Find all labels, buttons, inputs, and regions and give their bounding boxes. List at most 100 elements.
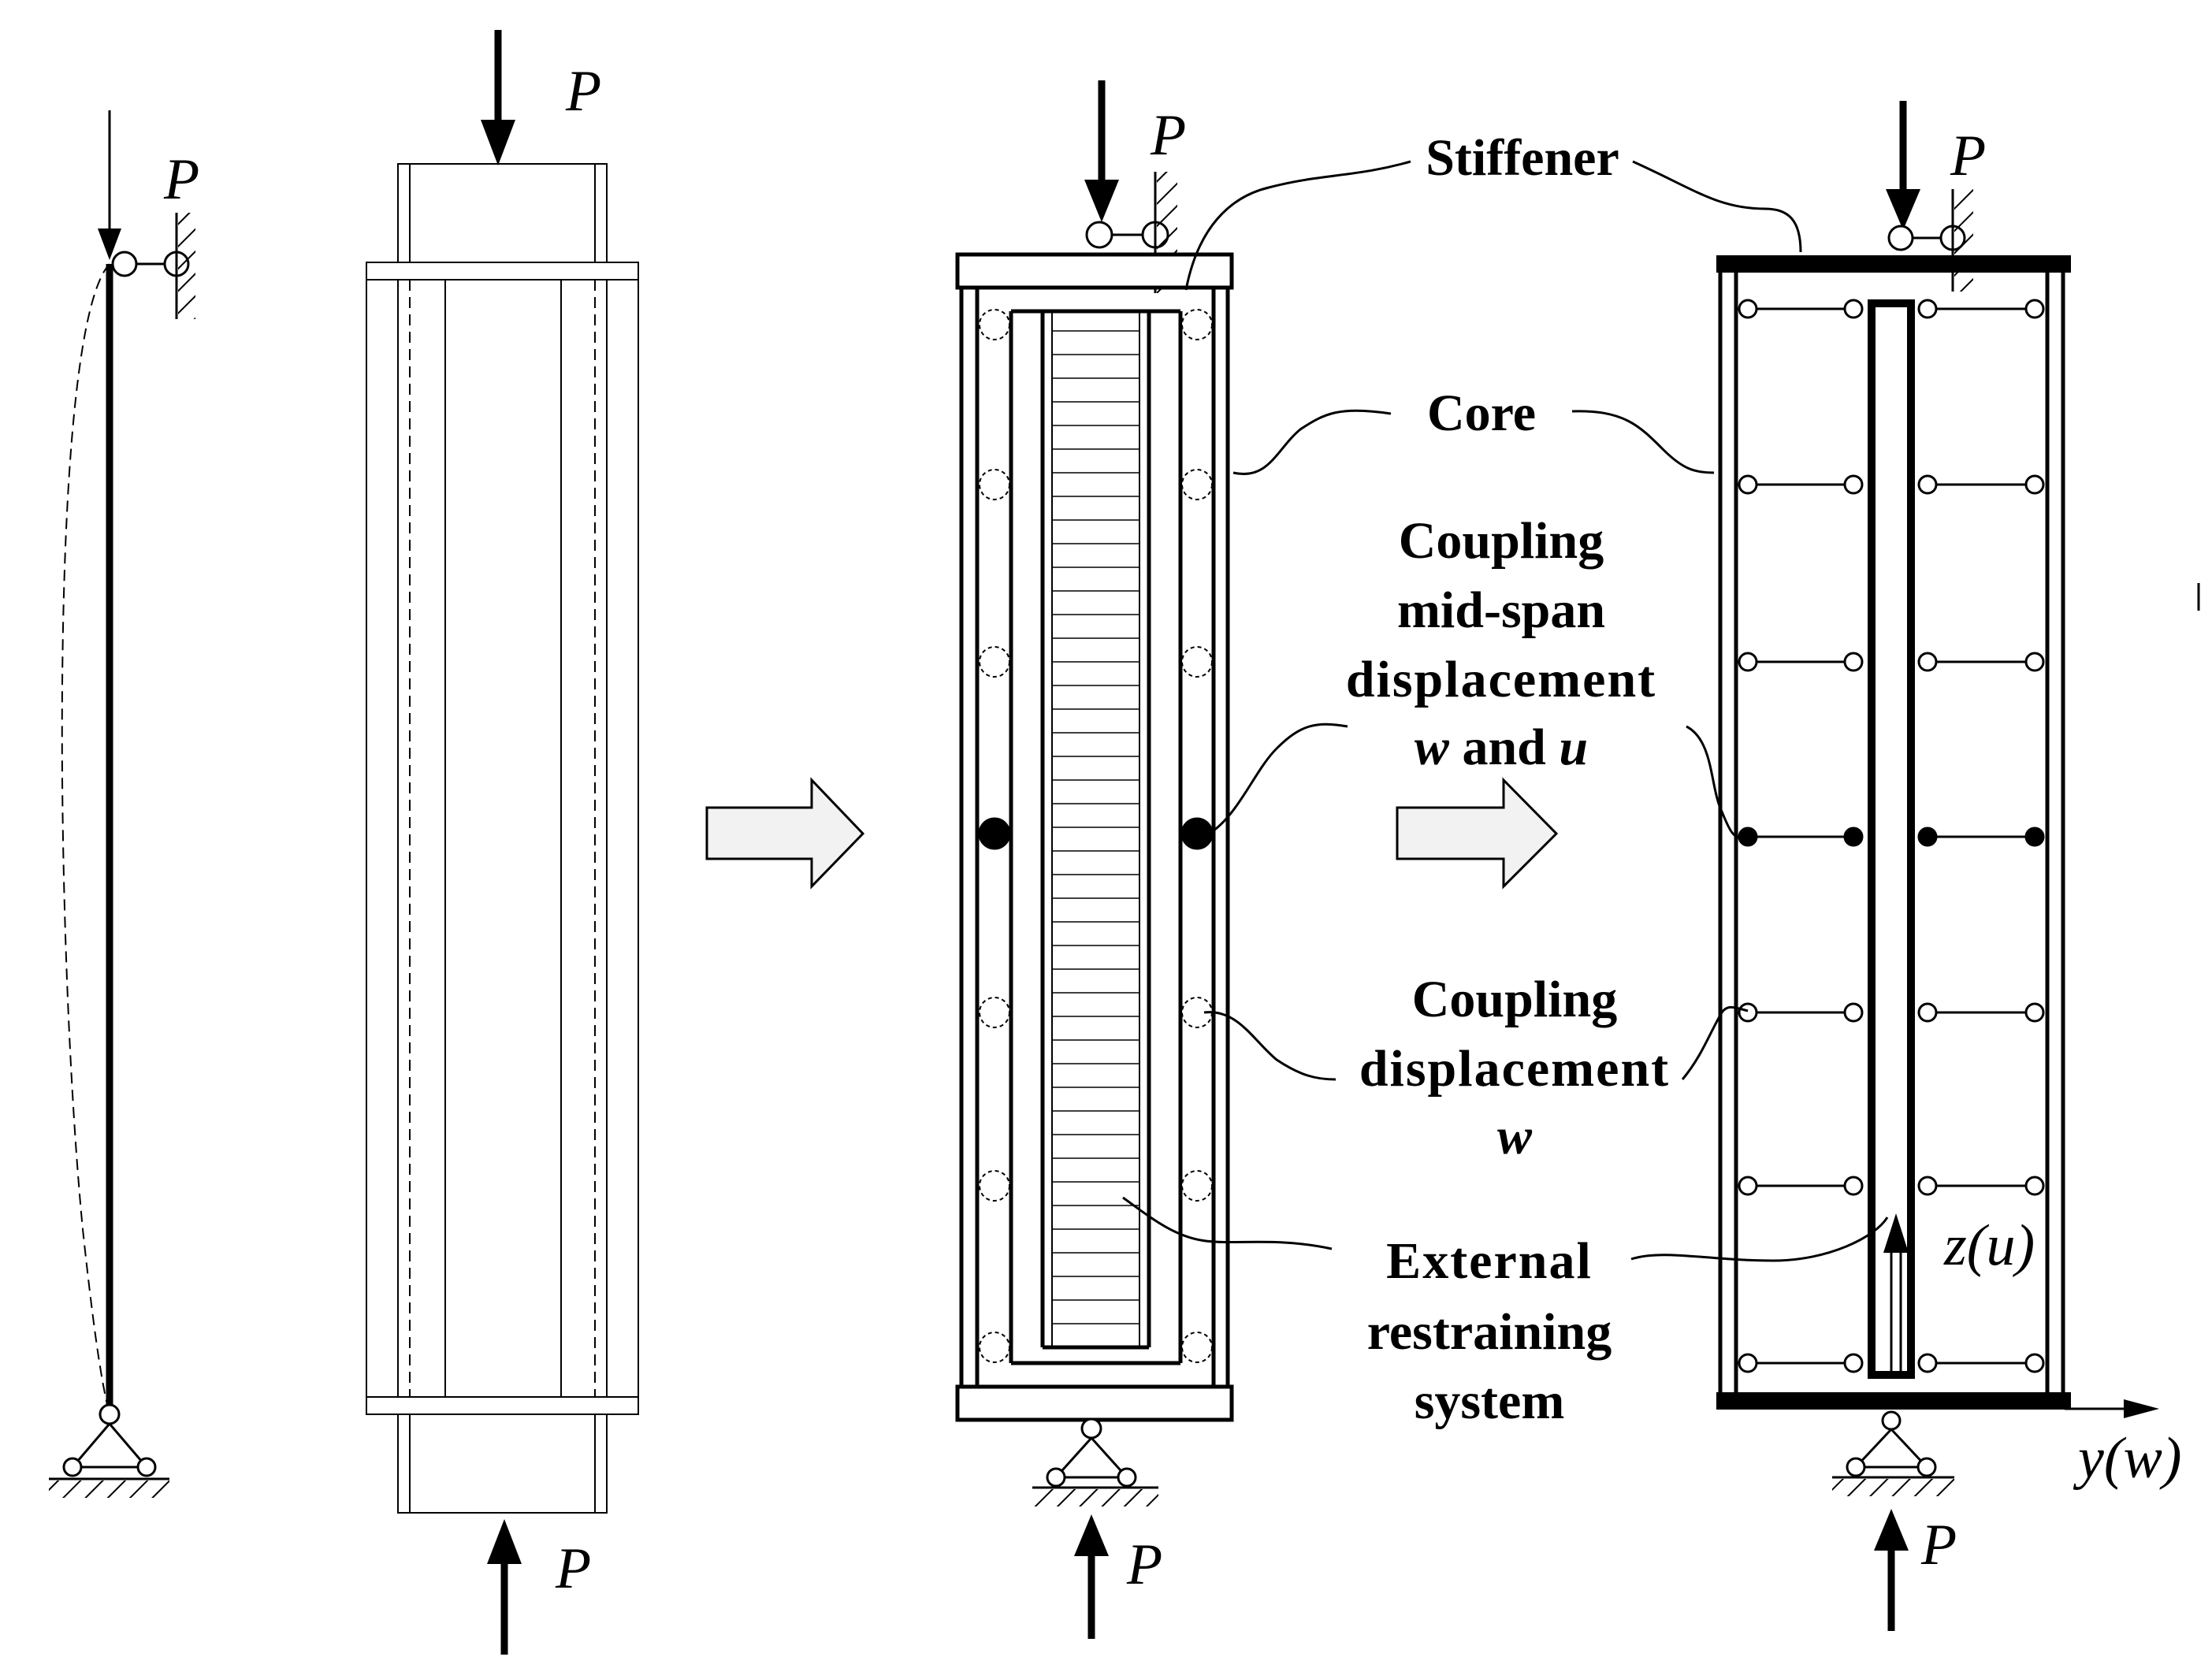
stiffener-leader-left [1184,160,1411,291]
coupling-label-line2: displacement [1359,1040,1670,1098]
bottom-load-label: P [555,1536,591,1601]
coupling-mid-u: u [1559,719,1588,776]
mid-span-spring-node [1917,827,1938,847]
coupling-mid-and: and [1449,719,1559,776]
fe-coupling-nodes [978,309,1214,1363]
external-label-line3: system [1415,1373,1565,1430]
spring-node [1843,474,1864,495]
mid-span-spring-node [1843,827,1864,847]
coupling-node [979,1332,1010,1363]
spring-node [1917,652,1938,672]
roller-wall-hatch [178,213,195,319]
fe-top-load-label: P [1150,103,1186,168]
spring-node [1738,474,1758,495]
coupling-mid-label-line4: w and u [1415,719,1588,776]
coupling-node [1181,1170,1213,1202]
core-leader-right [1571,410,1715,474]
spring-node [1917,1002,1938,1023]
sm-top-load-label: P [1950,124,1986,188]
coupling-mid-label-line1: Coupling [1399,512,1604,570]
spring-node [2024,474,2045,495]
spring-node [1917,299,1938,319]
load-arrow-head [98,228,121,260]
spring-node [1738,299,1758,319]
fe-bottom-load-label: P [1126,1532,1162,1597]
fe-bottom-plate [955,1384,1234,1422]
mid-span-leader-left [1203,723,1348,838]
spring-node [2024,299,2045,319]
coupling-node [979,469,1010,500]
coupling-node [1181,309,1213,340]
panel-brb-elevation: P P [366,30,639,1655]
z-axis-label: z(u) [1943,1213,2035,1278]
transition-arrow-1 [705,777,865,890]
external-leader-left [1122,1196,1333,1250]
panel-fe-model: P [955,80,1234,1639]
top-pin-node [111,251,138,277]
spring-node [1917,474,1938,495]
spring-node [2024,1353,2045,1373]
panel-simplified-model: P z(u) y(w) P [1716,101,2182,1631]
panel-column-model: P [49,110,199,1498]
core-label: Core [1427,384,1536,442]
annotation-labels: Stiffener Core Coupling mid-span displac… [1346,129,1670,1430]
load-label: P [163,147,199,212]
core-leader-left [1232,409,1392,475]
coupling-leader-right [1681,1005,1749,1080]
coupling-node [979,1170,1010,1202]
core-projection-top [397,163,608,263]
spring-node [1843,652,1864,672]
brb-outer-casing [366,262,639,1415]
external-label-line2: restraining [1367,1303,1612,1361]
z-axis-arrow [1883,1213,1909,1253]
spring-node [1843,1176,1864,1196]
spring-node [1738,652,1758,672]
coupling-node [979,646,1010,678]
spring-node [1738,1176,1758,1196]
spring-node [1917,1176,1938,1196]
coupling-node [1181,1332,1213,1363]
spring-node [2024,652,2045,672]
coupling-leader-left [1203,1011,1336,1081]
bottom-load-arrow [487,1519,522,1564]
mid-span-node [1180,817,1214,850]
pin-triangle [69,1423,150,1469]
coupling-node [979,309,1010,340]
spring-node [1843,1002,1864,1023]
sm-top-load-arrow [1886,189,1920,230]
coupling-node [1181,646,1213,678]
spring-node [1738,1353,1758,1373]
stiffener-leader-right [1632,160,1802,253]
y-axis-arrow [2124,1399,2159,1418]
sm-bottom-load-arrow [1874,1509,1909,1551]
mid-span-spring-node [1738,827,1758,847]
external-label-line1: External [1386,1232,1593,1290]
simplified-core [1868,299,1915,1379]
spring-rows [1738,299,2045,1373]
buckled-shape [61,263,110,1415]
y-axis-label: y(w) [2073,1426,2182,1491]
spring-node [1843,1353,1864,1373]
mid-span-spring-node [2024,827,2045,847]
spring-node [1843,299,1864,319]
leader-lines [1122,160,1889,1262]
stiffener-label: Stiffener [1426,129,1619,187]
sm-bottom-load-label: P [1920,1513,1957,1577]
fe-core-mesh [1052,330,1139,1324]
coupling-node [1181,469,1213,500]
mid-span-node [978,817,1011,850]
mid-span-leader-right [1686,725,1746,841]
fe-top-plate [955,252,1234,290]
coupling-label-line3: w [1497,1108,1533,1165]
coupling-label-line1: Coupling [1412,971,1617,1028]
spring-node [1917,1353,1938,1373]
top-load-arrow [481,120,515,165]
fe-bottom-load-arrow [1074,1514,1109,1556]
external-leader-right [1630,1217,1889,1262]
fe-top-load-arrow [1084,180,1119,222]
transition-arrow-2 [1396,777,1559,890]
top-load-label: P [565,59,601,124]
core-projection-bottom [397,1414,608,1514]
spring-node [2024,1002,2045,1023]
